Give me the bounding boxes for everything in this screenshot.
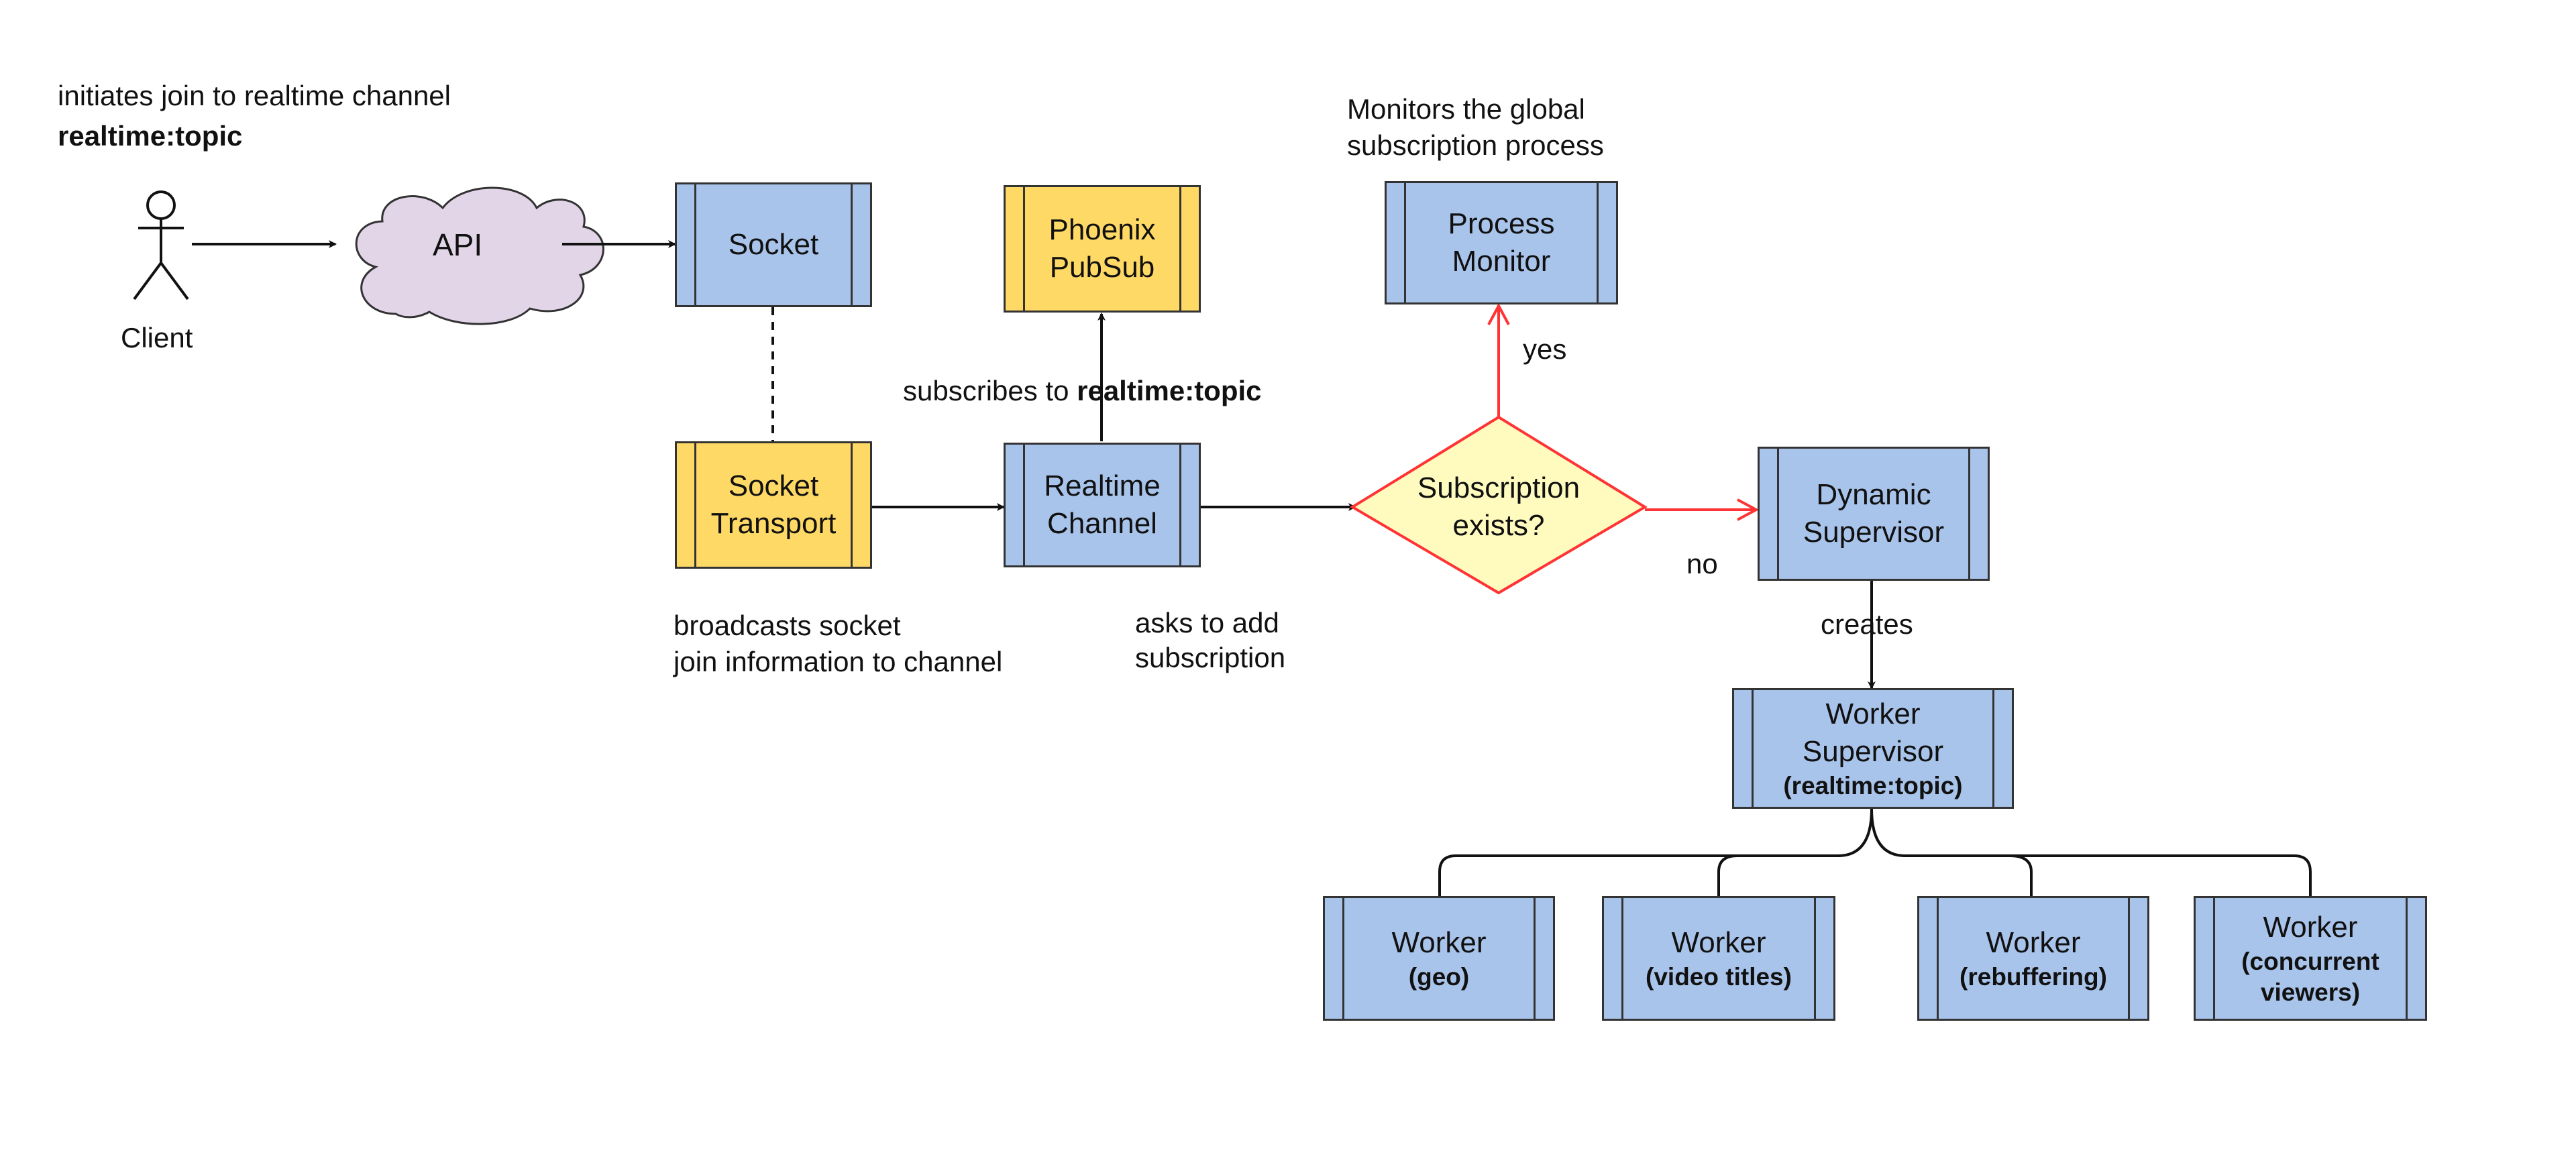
worker-concurrent-line3: viewers) [2260, 978, 2361, 1006]
socket-transport-line2: Transport [710, 507, 837, 540]
worker-video-titles-line2: (video titles) [1646, 963, 1792, 991]
monitors-text-line2: subscription process [1347, 129, 1604, 161]
dynamic-supervisor-line2: Supervisor [1803, 516, 1945, 549]
realtime-channel-line2: Channel [1047, 507, 1157, 540]
api-label: API [433, 227, 483, 262]
worker-video-titles-line1: Worker [1671, 926, 1766, 959]
phoenix-pubsub-node: Phoenix PubSub [1004, 185, 1201, 313]
monitors-text-line1: Monitors the global [1347, 93, 1585, 125]
realtime-channel-node: Realtime Channel [1004, 443, 1201, 567]
socket-transport-node: Socket Transport [675, 441, 872, 569]
no-label: no [1686, 548, 1718, 579]
decision-line1: Subscription [1417, 471, 1580, 504]
decision-line2: exists? [1452, 509, 1545, 542]
dynamic-supervisor-line1: Dynamic [1816, 478, 1931, 511]
client-initiates-text: initiates join to realtime channel [58, 80, 451, 111]
socket-node: Socket [675, 182, 872, 307]
worker-concurrent-line1: Worker [2263, 911, 2358, 944]
broadcasts-text-line2: join information to channel [674, 646, 1003, 677]
worker-rebuffering-node: Worker (rebuffering) [1917, 896, 2149, 1021]
broadcasts-text-line1: broadcasts socket [674, 610, 901, 641]
worker-rebuffering-line1: Worker [1986, 926, 2081, 959]
decision-label: Subscription exists? [1364, 469, 1633, 545]
worker-concurrent-viewers-node: Worker (concurrent viewers) [2194, 896, 2427, 1021]
process-monitor-line2: Monitor [1452, 245, 1551, 278]
worker-video-titles-node: Worker (video titles) [1602, 896, 1835, 1021]
socket-transport-line1: Socket [728, 469, 819, 502]
worker-tree-bracket [1438, 808, 2312, 896]
worker-geo-node: Worker (geo) [1323, 896, 1555, 1021]
decision-diamond [1350, 415, 1648, 595]
worker-rebuffering-line2: (rebuffering) [1960, 963, 2107, 991]
creates-label: creates [1821, 608, 1913, 640]
realtime-channel-line1: Realtime [1044, 469, 1161, 502]
worker-supervisor-node: Worker Supervisor (realtime:topic) [1732, 688, 2014, 809]
worker-concurrent-line2: (concurrent [2241, 948, 2379, 975]
asks-text-line1: asks to add [1135, 607, 1279, 638]
subscribes-prefix: subscribes to [903, 375, 1077, 406]
phoenix-pubsub-line2: PubSub [1049, 251, 1155, 284]
yes-label: yes [1523, 333, 1567, 365]
client-actor-icon [133, 190, 189, 300]
api-cloud-icon [355, 186, 604, 325]
dynamic-supervisor-node: Dynamic Supervisor [1758, 447, 1990, 581]
subscribes-channel: realtime:topic [1077, 375, 1262, 406]
client-label: Client [121, 322, 193, 353]
subscribes-text: subscribes to realtime:topic [903, 373, 1262, 409]
process-monitor-node: Process Monitor [1385, 181, 1618, 304]
worker-supervisor-line3: (realtime:topic) [1783, 772, 1963, 799]
worker-geo-line1: Worker [1391, 926, 1487, 959]
socket-node-line1: Socket [728, 228, 819, 261]
client-channel-text: realtime:topic [58, 120, 243, 152]
asks-text-line2: subscription [1135, 642, 1286, 673]
phoenix-pubsub-line1: Phoenix [1049, 213, 1156, 246]
worker-supervisor-line2: Supervisor [1802, 735, 1944, 768]
worker-supervisor-line1: Worker [1825, 697, 1921, 730]
worker-geo-line2: (geo) [1408, 963, 1470, 991]
process-monitor-line1: Process [1448, 207, 1555, 240]
